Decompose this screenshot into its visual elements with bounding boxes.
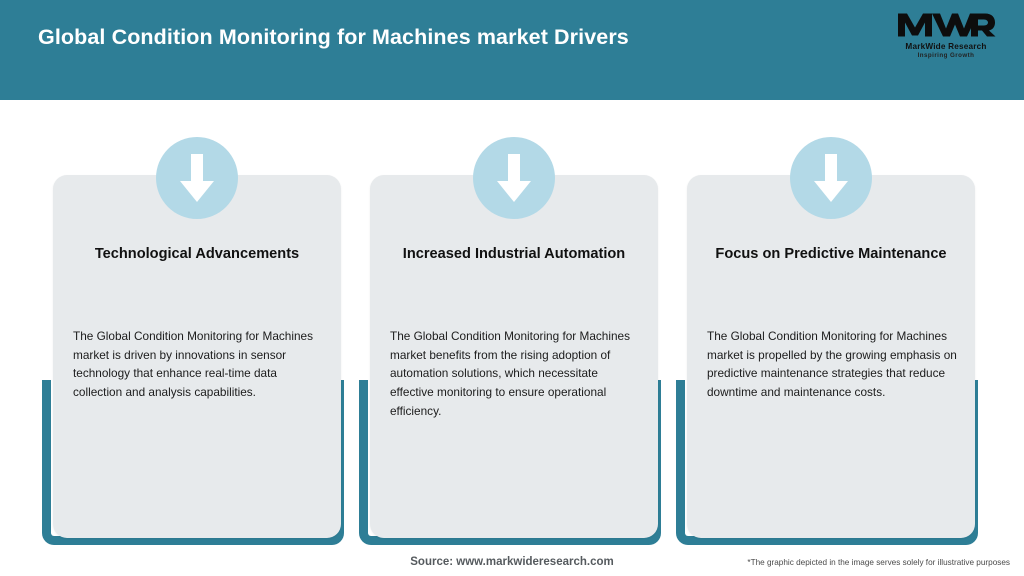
arrow-down-glyph bbox=[180, 154, 214, 202]
card-title: Technological Advancements bbox=[94, 246, 300, 262]
card-title: Increased Industrial Automation bbox=[402, 246, 626, 262]
mwr-logo-icon bbox=[898, 13, 996, 37]
arrow-down-glyph bbox=[497, 154, 531, 202]
arrow-down-icon bbox=[790, 137, 872, 219]
source-attribution: Source: www.markwideresearch.com bbox=[410, 556, 614, 568]
card-surface[interactable]: Focus on Predictive Maintenance The Glob… bbox=[687, 137, 975, 538]
card-body-text: The Global Condition Monitoring for Mach… bbox=[73, 329, 313, 399]
disclaimer-note: *The graphic depicted in the image serve… bbox=[747, 558, 1010, 567]
card-body-text: The Global Condition Monitoring for Mach… bbox=[390, 329, 630, 418]
logo-company-name: MarkWide Research bbox=[905, 42, 987, 51]
brand-logo: MarkWide Research Inspiring Growth bbox=[890, 8, 1002, 66]
logo-tagline: Inspiring Growth bbox=[917, 51, 975, 59]
arrow-down-icon bbox=[473, 137, 555, 219]
card-title: Focus on Predictive Maintenance bbox=[715, 246, 947, 262]
page-title: Global Condition Monitoring for Machines… bbox=[38, 25, 629, 49]
driver-card-3: Focus on Predictive Maintenance The Glob… bbox=[675, 137, 987, 550]
arrow-down-icon bbox=[156, 137, 238, 219]
header-bar: Global Condition Monitoring for Machines… bbox=[0, 0, 1024, 100]
card-surface[interactable]: Increased Industrial Automation The Glob… bbox=[370, 137, 658, 538]
arrow-down-glyph bbox=[814, 154, 848, 202]
card-body-text: The Global Condition Monitoring for Mach… bbox=[707, 329, 957, 399]
driver-card-2: Increased Industrial Automation The Glob… bbox=[358, 137, 670, 550]
card-surface[interactable]: Technological Advancements The Global Co… bbox=[53, 137, 341, 538]
driver-card-1: Technological Advancements The Global Co… bbox=[41, 137, 353, 550]
